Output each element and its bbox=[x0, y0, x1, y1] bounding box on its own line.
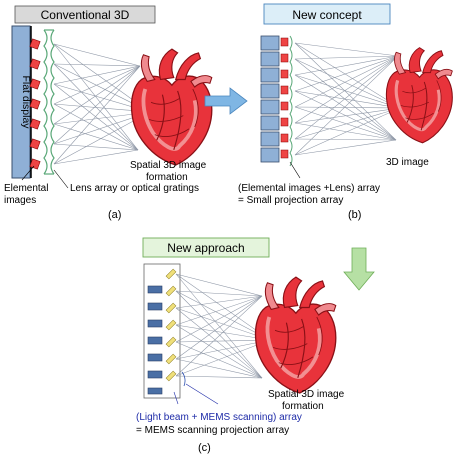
elemental-image bbox=[29, 38, 41, 50]
light-source bbox=[147, 353, 163, 362]
panel-a-title: Conventional 3D bbox=[41, 8, 130, 22]
projector-block bbox=[260, 147, 280, 163]
flat-display bbox=[11, 25, 31, 179]
panel-b-letter: (b) bbox=[348, 209, 361, 221]
elemental-image bbox=[29, 118, 41, 130]
mems-mirror bbox=[165, 319, 177, 331]
array-label: (Elemental images +Lens) array bbox=[238, 183, 380, 194]
small-lens-array bbox=[289, 35, 293, 167]
mems-mirror bbox=[165, 268, 177, 280]
elemental-image bbox=[280, 133, 289, 143]
elemental-label-line2: images bbox=[4, 195, 36, 206]
panel-a: Conventional 3D Flat display bbox=[4, 5, 214, 221]
scan-angle-arc bbox=[181, 371, 186, 387]
panel-b: New concept bbox=[238, 3, 454, 221]
heart-illustration bbox=[253, 275, 338, 395]
mems-pointer bbox=[185, 383, 219, 405]
elemental-image bbox=[280, 53, 289, 63]
heart-illustration bbox=[129, 47, 214, 167]
light-source bbox=[147, 387, 163, 395]
right-arrow-icon bbox=[204, 87, 248, 115]
elemental-image bbox=[280, 85, 289, 95]
elemental-image bbox=[280, 117, 289, 127]
projector-block bbox=[260, 115, 280, 131]
mems-pointer bbox=[173, 391, 179, 405]
elemental-images bbox=[29, 38, 41, 170]
mems-mirror bbox=[165, 336, 177, 348]
mems-mirror bbox=[165, 353, 177, 365]
projector-block bbox=[260, 83, 280, 99]
panel-a-letter: (a) bbox=[108, 209, 121, 221]
light-source bbox=[147, 336, 163, 345]
light-source bbox=[147, 285, 163, 294]
panel-a-title-box bbox=[14, 5, 156, 24]
projector-block bbox=[260, 35, 280, 51]
panel-c-title-box bbox=[142, 237, 270, 258]
elemental-image bbox=[280, 149, 289, 159]
mems-mirror bbox=[165, 370, 177, 382]
mems-mirror bbox=[165, 302, 177, 314]
projector-block bbox=[260, 99, 280, 115]
formation-label-line2: formation bbox=[282, 401, 324, 412]
elemental-image bbox=[29, 158, 41, 170]
elemental-image bbox=[29, 98, 41, 110]
mems-array-label: (Light beam + MEMS scanning) array bbox=[136, 412, 302, 423]
formation-label: Spatial 3D image bbox=[268, 389, 345, 400]
array-pointer bbox=[289, 161, 301, 179]
elemental-image bbox=[29, 58, 41, 70]
rays-b bbox=[294, 42, 401, 156]
lens-label: Lens array or optical gratings bbox=[70, 183, 199, 194]
mems-mirror bbox=[165, 285, 177, 297]
panel-b-title-box bbox=[263, 3, 391, 25]
image-label: 3D image bbox=[386, 157, 429, 168]
elemental-pointer bbox=[21, 165, 35, 181]
mems-array bbox=[147, 268, 177, 395]
rays-c bbox=[175, 273, 271, 379]
heart-illustration bbox=[384, 46, 454, 145]
down-arrow-icon bbox=[343, 247, 375, 291]
formation-label: Spatial 3D image bbox=[130, 160, 207, 171]
light-source bbox=[147, 319, 163, 328]
elemental-image bbox=[280, 37, 289, 47]
mems-array-label-line2: = MEMS scanning projection array bbox=[136, 425, 289, 436]
flat-display-label: Flat display bbox=[20, 75, 32, 129]
panel-c-letter: (c) bbox=[198, 442, 211, 454]
elemental-image bbox=[280, 69, 289, 79]
lens-array bbox=[43, 29, 55, 175]
projector-block bbox=[260, 67, 280, 83]
elemental-image bbox=[29, 138, 41, 150]
panel-c-title: New approach bbox=[167, 241, 244, 255]
elemental-label: Elemental bbox=[4, 183, 48, 194]
light-source bbox=[147, 370, 163, 379]
elemental-image bbox=[29, 78, 41, 90]
projection-array bbox=[260, 35, 293, 167]
panel-c: New approach bbox=[136, 237, 345, 454]
array-label-line2: = Small projection array bbox=[238, 195, 343, 206]
formation-label-line2: formation bbox=[146, 172, 188, 183]
elemental-image bbox=[280, 101, 289, 111]
projector-block bbox=[260, 51, 280, 67]
lens-pointer bbox=[53, 169, 69, 189]
light-source bbox=[147, 302, 163, 311]
panel-b-title: New concept bbox=[292, 8, 362, 22]
projector-block bbox=[260, 131, 280, 147]
